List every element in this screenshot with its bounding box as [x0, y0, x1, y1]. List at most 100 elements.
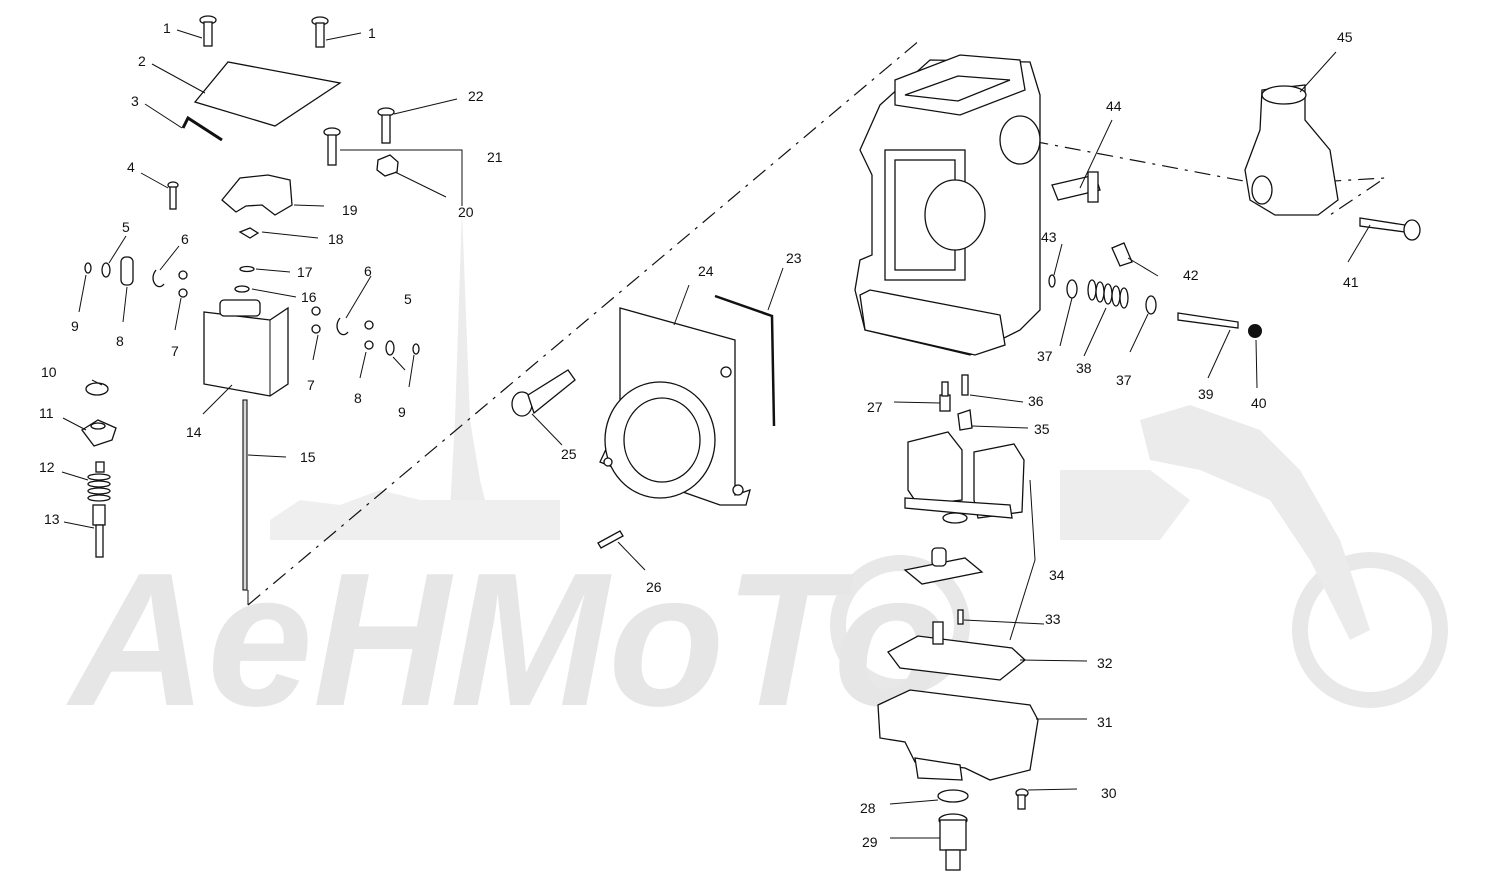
screw-33 [957, 609, 964, 625]
callout-32: 32 [1097, 655, 1113, 671]
watermark-wheel-front [1292, 552, 1448, 708]
callout-17: 17 [297, 264, 313, 280]
washer-5b [385, 340, 395, 356]
e-clip-17 [239, 265, 255, 273]
callout-29: 29 [862, 834, 878, 850]
cap-10 [85, 382, 109, 396]
screw-25 [511, 369, 576, 417]
cap-42 [1111, 242, 1133, 267]
float-bowl-31 [877, 689, 1039, 781]
callout-23: 23 [786, 250, 802, 266]
middle-parts [511, 294, 776, 549]
ring-7d [311, 324, 321, 334]
watermark-text: AeHMoTo [66, 534, 950, 746]
callout-3: 3 [131, 93, 139, 109]
callout-13: 13 [44, 511, 60, 527]
callout-44: 44 [1106, 98, 1122, 114]
jet-27 [939, 381, 951, 412]
cover-plate [193, 61, 342, 127]
callout-25: 25 [561, 446, 577, 462]
callout-43: 43 [1041, 229, 1057, 245]
bracket-34 [1009, 479, 1036, 641]
fitting-44 [1051, 171, 1101, 203]
watermark-wheel-rear [830, 555, 970, 695]
callout-31: 31 [1097, 714, 1113, 730]
plate-8b-bot [364, 340, 374, 350]
callout-24: 24 [698, 263, 714, 279]
callout-2: 2 [138, 53, 146, 69]
callout-22: 22 [468, 88, 484, 104]
callout-16: 16 [301, 289, 317, 305]
callout-27: 27 [867, 399, 883, 415]
screw-30 [1015, 788, 1029, 810]
ring-7c [311, 306, 321, 316]
callout-10: 10 [41, 364, 57, 380]
callout-11: 11 [39, 405, 54, 421]
leader-lines [61, 29, 1371, 839]
callout-1a: 1 [163, 20, 171, 36]
washer-9b [412, 343, 420, 355]
callout-35: 35 [1034, 421, 1050, 437]
callout-6a: 6 [181, 231, 189, 247]
callout-8b: 8 [354, 390, 362, 406]
washer-37a [1066, 279, 1078, 299]
washer-5a [101, 262, 111, 278]
clip-6b [336, 317, 349, 336]
throttle-cam-45 [1244, 84, 1339, 216]
screw-22 [377, 107, 395, 144]
watermark-bike-frame [1140, 405, 1370, 640]
callout-38: 38 [1076, 360, 1092, 376]
callout-9a: 9 [71, 318, 79, 334]
screw-1a [199, 15, 217, 47]
jet-36 [961, 374, 969, 396]
screw-41 [1359, 217, 1421, 241]
washer-43 [1048, 274, 1056, 288]
callout-42: 42 [1183, 267, 1199, 283]
nut-11 [81, 419, 117, 447]
gasket-32-post [932, 621, 944, 645]
screw-4 [167, 181, 179, 210]
callout-1b: 1 [368, 25, 376, 41]
callout-6b: 6 [364, 263, 372, 279]
callout-28: 28 [860, 800, 876, 816]
callout-7b: 7 [307, 377, 315, 393]
callout-41: 41 [1343, 274, 1359, 290]
bracket-19 [221, 174, 293, 216]
screw-21 [323, 127, 341, 166]
ball-40[interactable] [1248, 324, 1262, 338]
callout-20: 20 [458, 204, 474, 220]
drain-plug-29 [938, 813, 968, 871]
watermark: AeHMoTo [66, 210, 1448, 746]
washer-9a [84, 262, 92, 274]
assembly-line-side [999, 134, 1388, 216]
callout-19: 19 [342, 202, 358, 218]
callout-15: 15 [300, 449, 316, 465]
callout-45: 45 [1337, 29, 1353, 45]
callout-37b: 37 [1116, 372, 1132, 388]
jet-needle-15 [242, 399, 248, 591]
plate-8b-top [364, 320, 374, 330]
spring-12 [87, 461, 111, 502]
callout-9b: 9 [398, 404, 406, 420]
flange-24 [599, 307, 751, 506]
watermark-skyline [270, 490, 560, 540]
left-parts [81, 15, 420, 591]
adjuster-13 [92, 504, 106, 558]
callout-12: 12 [39, 459, 55, 475]
right-parts [854, 54, 1421, 871]
clip-6a [152, 269, 165, 288]
callout-7a: 7 [171, 343, 179, 359]
callout-39: 39 [1198, 386, 1214, 402]
clip-18 [238, 227, 260, 239]
callout-33: 33 [1045, 611, 1061, 627]
watermark-bike-tank [1060, 470, 1190, 540]
assembly-lines [247, 39, 1388, 606]
assembly-line-main [247, 39, 921, 606]
callout-14: 14 [186, 424, 202, 440]
plate-8a [120, 256, 134, 286]
rod-23 [714, 294, 776, 427]
callout-40: 40 [1251, 395, 1267, 411]
callout-37a: 37 [1037, 348, 1053, 364]
callout-4: 4 [127, 159, 135, 175]
